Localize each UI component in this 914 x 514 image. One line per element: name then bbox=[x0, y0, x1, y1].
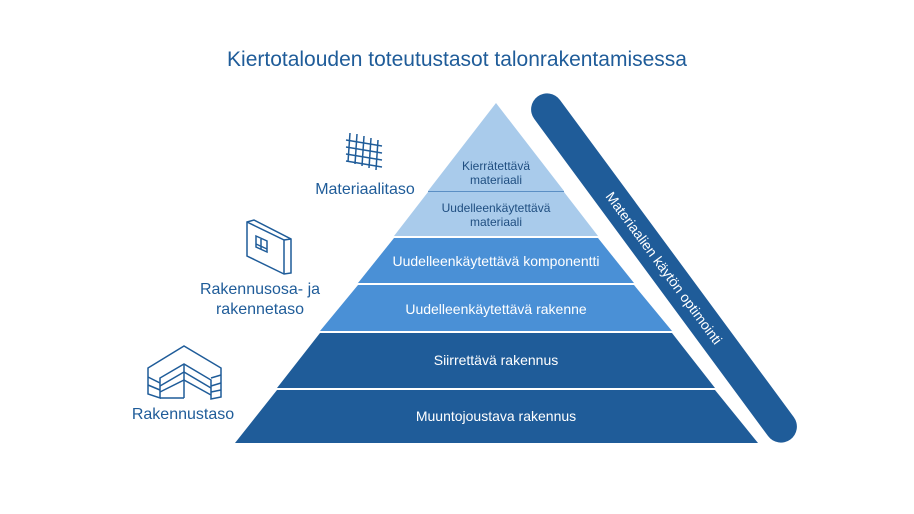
band-reusable-component bbox=[358, 238, 634, 283]
building-icon bbox=[147, 345, 222, 400]
diagram-title: Kiertotalouden toteutustasot talonrakent… bbox=[227, 48, 687, 71]
band-reusable-material bbox=[394, 192, 598, 236]
band-movable-building bbox=[277, 333, 715, 388]
band-label: Uudelleenkäytettävä komponentti bbox=[392, 253, 599, 269]
band-label: Uudelleenkäytettävä rakenne bbox=[405, 301, 587, 317]
band-adaptable-building bbox=[235, 390, 758, 443]
level-building: Rakennustaso bbox=[131, 406, 235, 423]
band-label: materiaali bbox=[470, 215, 522, 229]
level-component-line2: rakennetaso bbox=[215, 301, 305, 318]
level-component-line1: Rakennusosa- ja bbox=[199, 281, 321, 298]
band-label: materiaali bbox=[470, 173, 522, 187]
optimization-arrow-bar bbox=[531, 93, 797, 443]
band-label: Kierrätettävä bbox=[462, 159, 530, 173]
band-label: Uudelleenkäytettävä bbox=[442, 201, 551, 215]
band-label: Muuntojoustava rakennus bbox=[416, 408, 576, 424]
wall-panel-icon bbox=[246, 219, 292, 275]
material-grid-icon bbox=[345, 132, 383, 171]
level-material: Materiaalitaso bbox=[315, 181, 415, 198]
band-label: Siirrettävä rakennus bbox=[434, 352, 559, 368]
band-reusable-structure bbox=[320, 285, 672, 331]
band-recyclable-material bbox=[428, 103, 564, 191]
